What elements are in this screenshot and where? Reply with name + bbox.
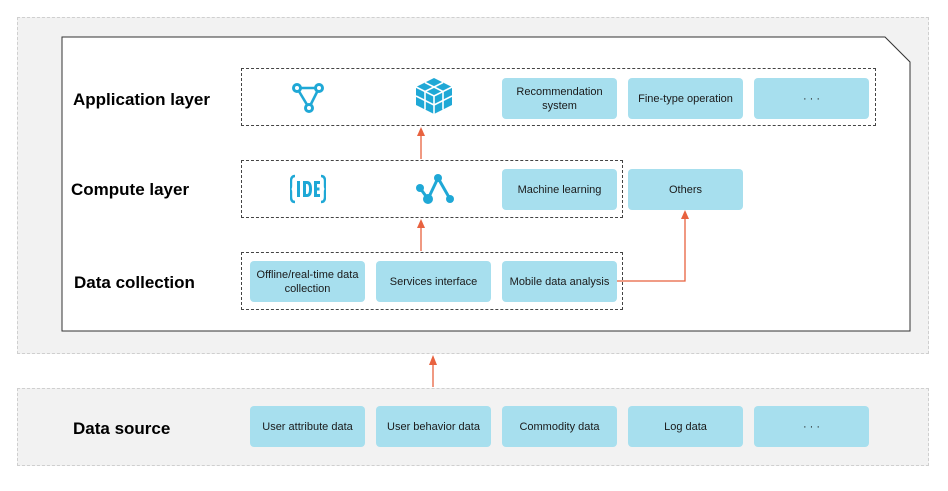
data-source-label: Data source bbox=[73, 419, 171, 438]
recommendation-system-node: Recommendation system bbox=[502, 78, 617, 119]
application-group bbox=[241, 68, 876, 126]
arrow-collection-to-compute bbox=[417, 219, 425, 251]
ide-icon bbox=[290, 174, 326, 204]
arrow-source-to-platform bbox=[429, 355, 437, 387]
offline-realtime-collection-node: Offline/real-time data collection bbox=[250, 261, 365, 302]
user-behavior-data-node: User behavior data bbox=[376, 406, 491, 447]
fine-type-operation-node: Fine-type operation bbox=[628, 78, 743, 119]
log-data-node: Log data bbox=[628, 406, 743, 447]
mobile-data-analysis-node: Mobile data analysis bbox=[502, 261, 617, 302]
source-more-node: · · · bbox=[754, 406, 869, 447]
user-attribute-data-node: User attribute data bbox=[250, 406, 365, 447]
machine-learning-node: Machine learning bbox=[502, 169, 617, 210]
compute-layer-label: Compute layer bbox=[71, 180, 190, 199]
graph-node-icon bbox=[292, 83, 324, 113]
arrow-compute-to-application bbox=[417, 127, 425, 159]
data-collection-label: Data collection bbox=[74, 273, 195, 292]
arrow-mobile-to-others bbox=[617, 210, 689, 282]
cube-cluster-icon bbox=[415, 78, 453, 114]
application-more-node: · · · bbox=[754, 78, 869, 119]
compute-group bbox=[241, 160, 623, 218]
others-node: Others bbox=[628, 169, 743, 210]
commodity-data-node: Commodity data bbox=[502, 406, 617, 447]
services-interface-node: Services interface bbox=[376, 261, 491, 302]
application-layer-label: Application layer bbox=[73, 90, 210, 109]
line-chart-icon bbox=[416, 174, 454, 204]
